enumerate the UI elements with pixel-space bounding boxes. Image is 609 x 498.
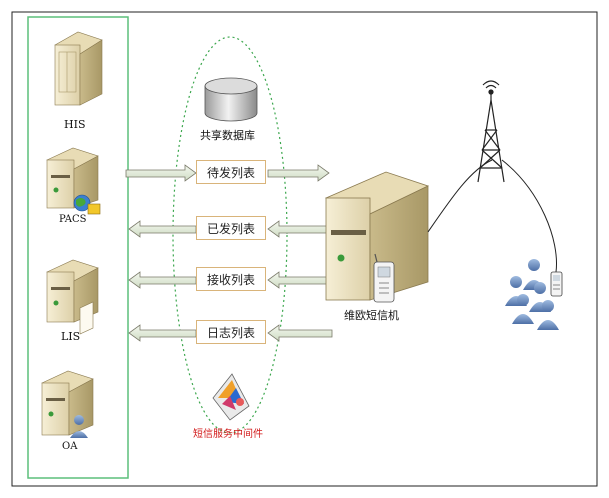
queue-label-received: 接收列表: [206, 272, 255, 287]
system-label-his: HIS: [64, 118, 86, 131]
arrow-sms-to-received: [267, 271, 333, 289]
queue-label-sent: 已发列表: [206, 221, 255, 236]
queue-box-received: 接收列表: [196, 267, 266, 291]
middleware-boundary: [172, 36, 288, 434]
queue-label-log: 日志列表: [206, 325, 255, 340]
system-label-pacs: PACS: [59, 214, 87, 225]
system-label-lis: LIS: [61, 330, 81, 343]
middleware-label: 短信服务中间件: [193, 429, 263, 440]
arrow-sent-to-systems: [128, 220, 197, 238]
server-user-icon: [41, 370, 94, 438]
cell-tower-icon: [477, 80, 505, 183]
queue-box-sent: 已发列表: [196, 216, 266, 240]
user-group-phone-icon: [505, 259, 563, 330]
database-icon: [204, 77, 258, 122]
middleware-icon: [212, 373, 250, 421]
server-globe-icon: [46, 147, 101, 215]
tower-to-users-link: [501, 159, 558, 273]
server-document-icon: [46, 259, 99, 335]
database-label: 共享数据库: [200, 129, 255, 142]
arrow-log-to-systems: [128, 324, 197, 342]
arrow-sms-to-log: [267, 324, 333, 342]
queue-label-pending: 待发列表: [206, 165, 255, 180]
system-label-oa: OA: [62, 441, 78, 452]
server-tower-icon: [54, 31, 103, 106]
queue-box-pending: 待发列表: [196, 160, 266, 184]
sms-to-tower-link: [427, 159, 493, 233]
sms-server-icon: [324, 171, 430, 303]
sms-machine-label: 维欧短信机: [344, 309, 399, 322]
arrow-received-to-systems: [128, 271, 197, 289]
diagram-frame: [11, 11, 598, 487]
arrow-sms-to-sent: [267, 220, 333, 238]
systems-panel: [27, 16, 129, 479]
arrow-to-queue-pending: [125, 164, 197, 182]
queue-box-log: 日志列表: [196, 320, 266, 344]
arrow-pending-to-sms: [267, 164, 330, 182]
